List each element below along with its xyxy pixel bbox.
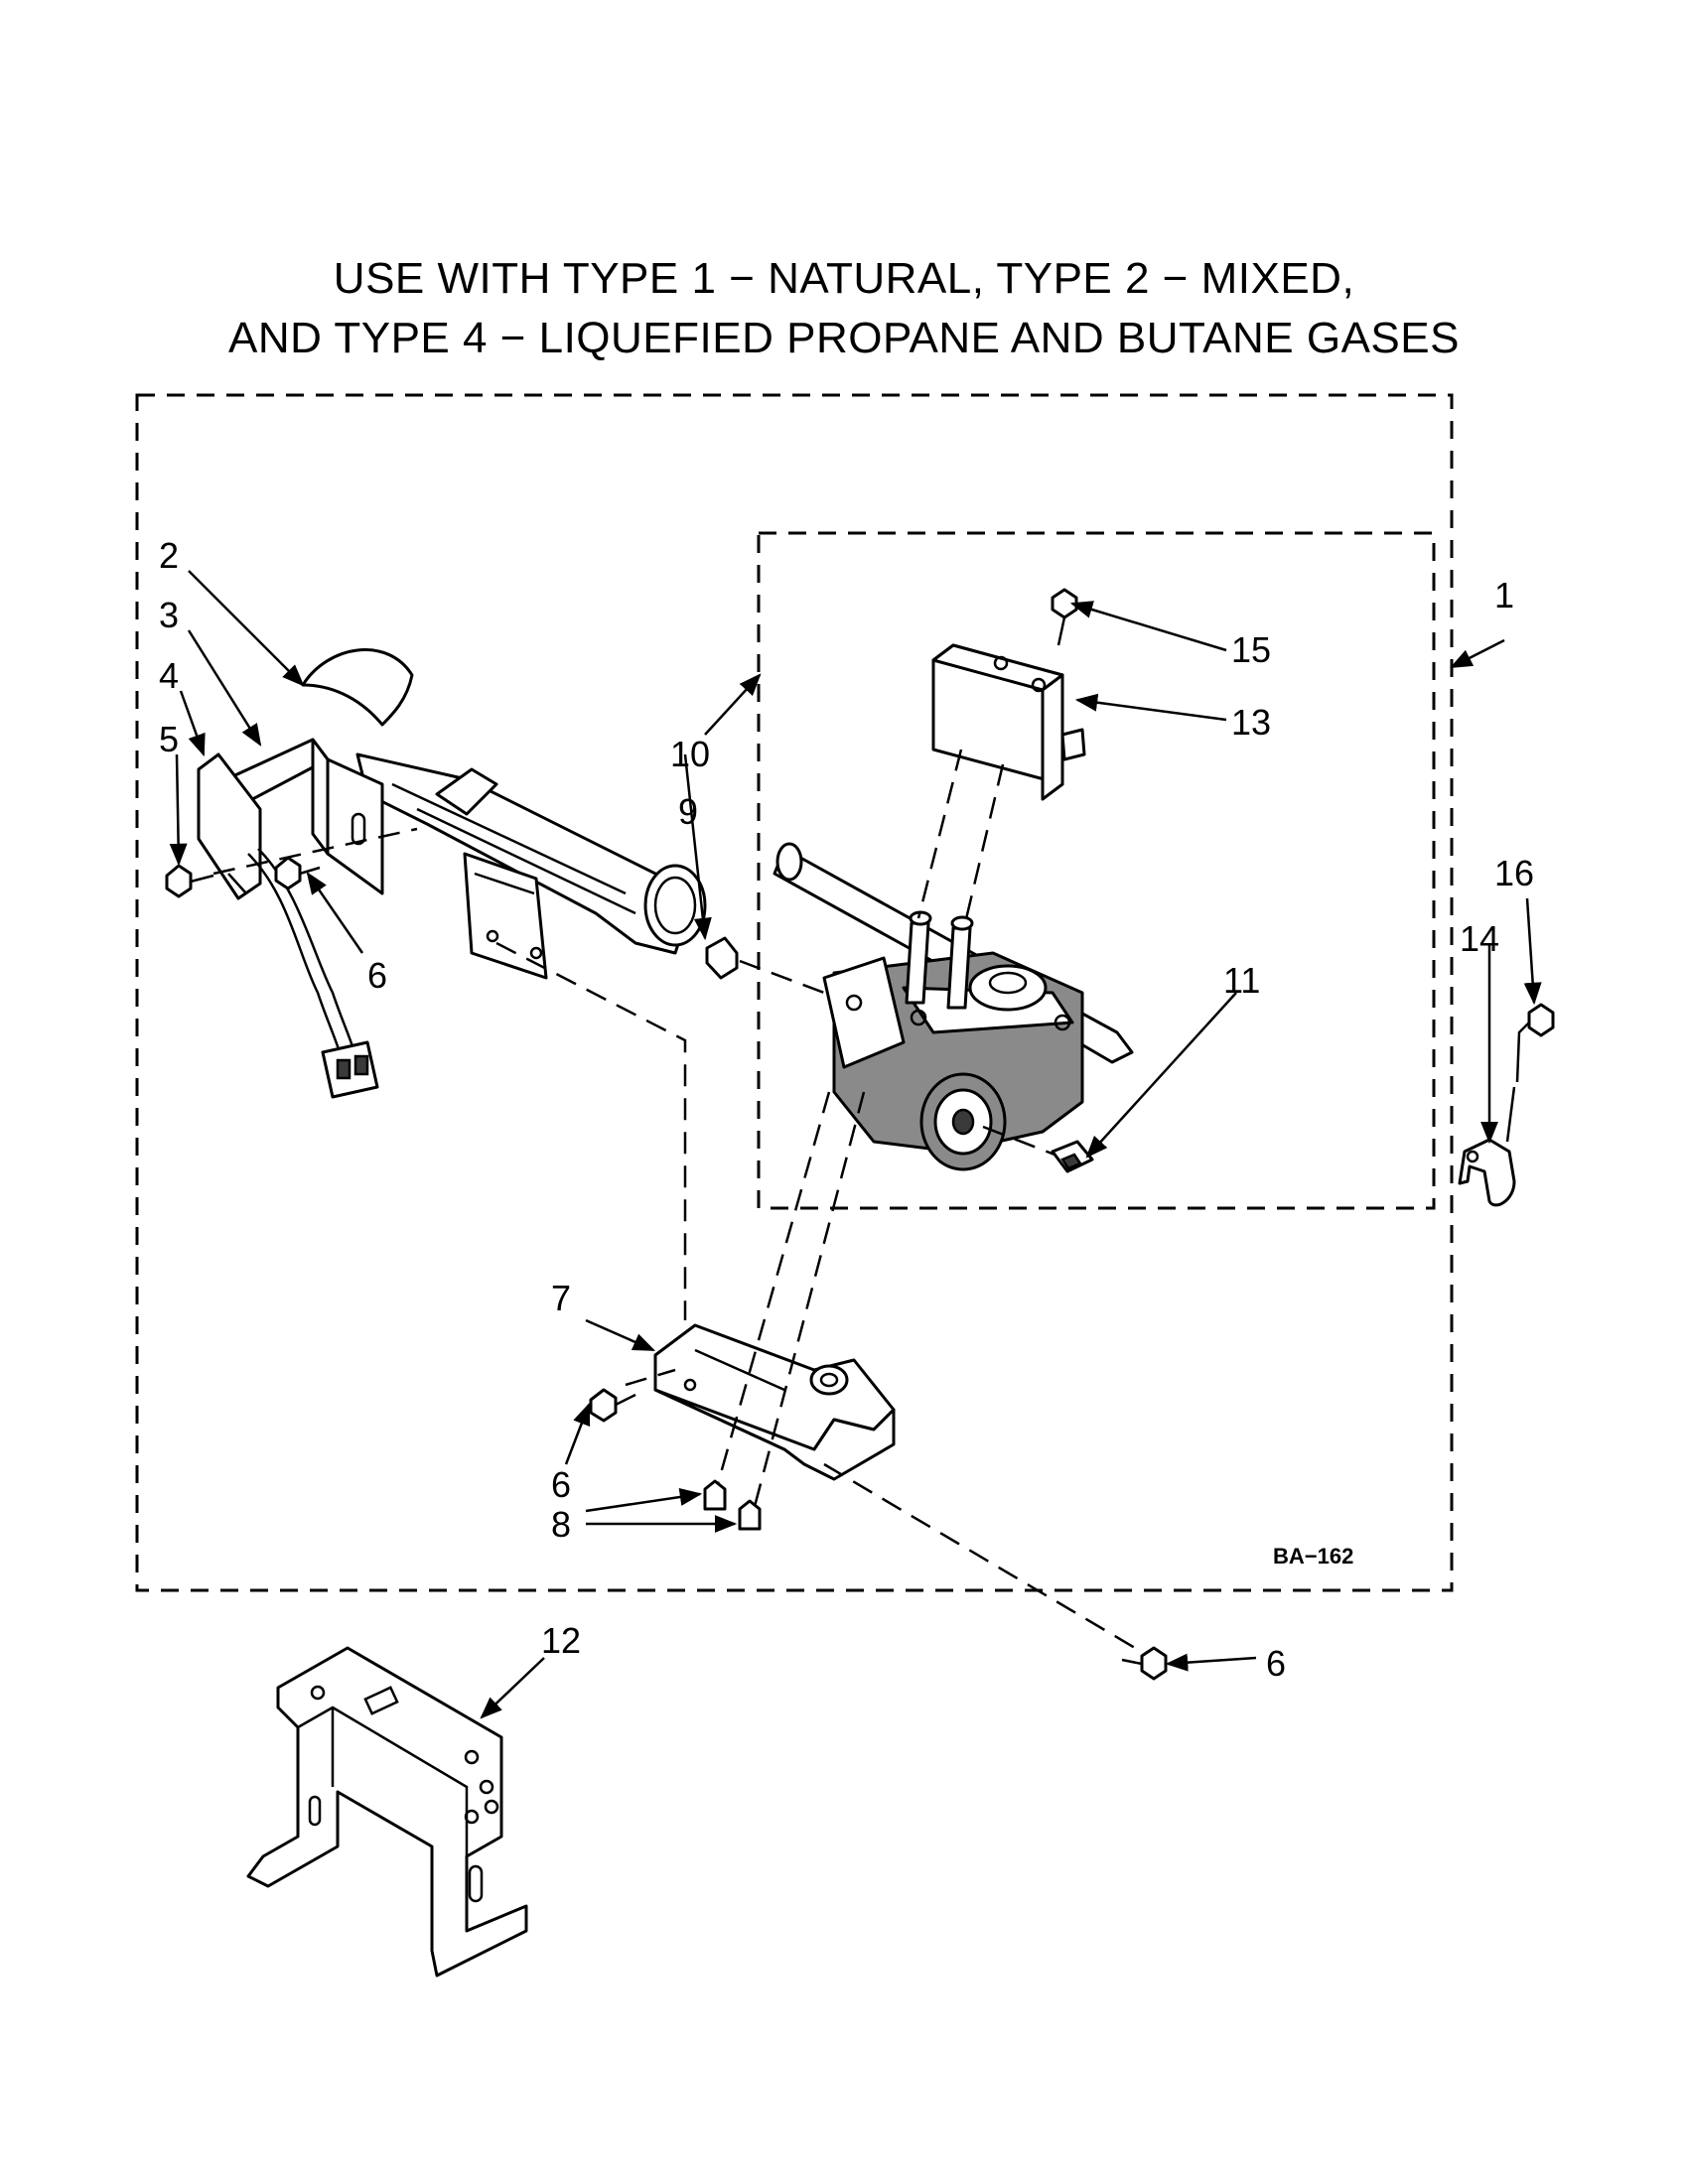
sensor-connector bbox=[1051, 1140, 1094, 1173]
bracket-screw-alignment-line bbox=[823, 1462, 1153, 1660]
screws-8 bbox=[703, 1479, 762, 1531]
callout-4: 4 bbox=[159, 655, 179, 696]
callout-9: 9 bbox=[678, 791, 698, 832]
title-line-1: USE WITH TYPE 1 − NATURAL, TYPE 2 − MIXE… bbox=[333, 254, 1355, 303]
valve-mounting-bracket bbox=[653, 1323, 896, 1481]
callout-16: 16 bbox=[1494, 853, 1534, 893]
assembly-boundary bbox=[135, 393, 1454, 1592]
valve-screw-alignment-line-2 bbox=[751, 1091, 866, 1515]
callout-5: 5 bbox=[159, 719, 179, 759]
screw-16 bbox=[1515, 1003, 1555, 1083]
fastener-alignment-line bbox=[212, 827, 418, 876]
side-clip bbox=[1458, 1086, 1516, 1207]
coil-alignment-line-2 bbox=[963, 763, 1005, 924]
coil-posts bbox=[905, 910, 974, 1010]
diagram-code: BA−162 bbox=[1273, 1544, 1353, 1569]
callout-10: 10 bbox=[670, 734, 710, 774]
callout-1: 1 bbox=[1494, 575, 1514, 615]
callout-12: 12 bbox=[541, 1620, 581, 1661]
support-alignment-line bbox=[495, 941, 687, 1320]
valve-coil bbox=[931, 643, 1086, 801]
callout-11: 11 bbox=[1223, 960, 1260, 1001]
coil-alignment-line-1 bbox=[916, 749, 963, 919]
screw-6-bracket bbox=[274, 856, 321, 890]
igniter-wire-harness bbox=[247, 848, 379, 1099]
burner-tube bbox=[301, 648, 707, 955]
burner-support-plate bbox=[463, 852, 548, 980]
bracket-left-screw-line bbox=[625, 1368, 676, 1387]
callout-13: 13 bbox=[1231, 702, 1271, 743]
callout-3: 3 bbox=[159, 595, 179, 635]
valve-kit-boundary bbox=[757, 531, 1436, 1210]
orifice-alignment-line bbox=[739, 959, 825, 995]
callout-7: 7 bbox=[551, 1278, 571, 1318]
connector-alignment-line bbox=[982, 1125, 1055, 1157]
gas-valve bbox=[773, 842, 1134, 1171]
callout-6-bracket: 6 bbox=[367, 955, 387, 996]
screw-15 bbox=[1051, 588, 1078, 646]
valve-screw-alignment-line-1 bbox=[713, 1091, 831, 1495]
mounting-bracket bbox=[246, 1646, 528, 1978]
callout-6-left: 6 bbox=[551, 1464, 571, 1505]
orifice bbox=[705, 936, 739, 980]
callout-6-bottom: 6 bbox=[1266, 1643, 1286, 1684]
leader-lines bbox=[169, 570, 1542, 1719]
screw-5 bbox=[165, 864, 214, 898]
callout-15: 15 bbox=[1231, 629, 1271, 670]
title-line-2: AND TYPE 4 − LIQUEFIED PROPANE AND BUTAN… bbox=[228, 314, 1460, 362]
callout-8: 8 bbox=[551, 1504, 571, 1545]
screw-6-left bbox=[589, 1388, 636, 1423]
igniter-mount bbox=[197, 752, 262, 900]
callout-2: 2 bbox=[159, 535, 179, 576]
screw-6-bottom bbox=[1121, 1646, 1168, 1681]
callout-14: 14 bbox=[1460, 918, 1499, 959]
